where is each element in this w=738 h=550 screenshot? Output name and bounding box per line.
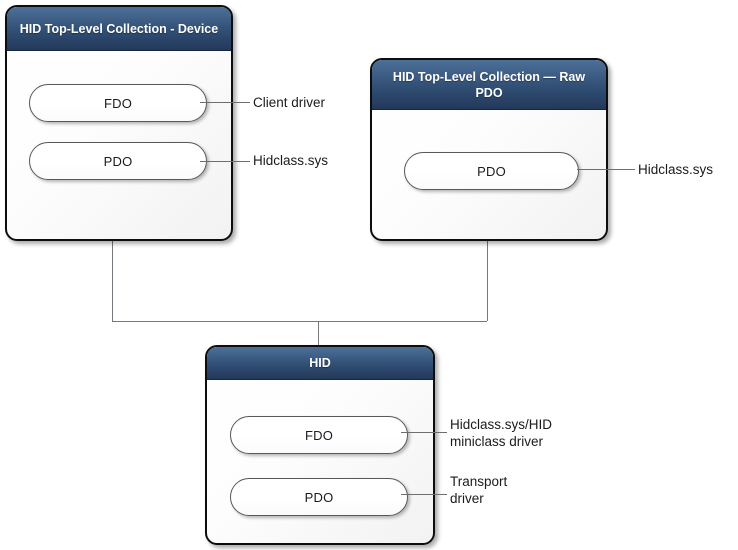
callout-hidclass-device: Hidclass.sys [253,153,329,168]
node-header-device: HID Top-Level Collection - Device [7,7,231,51]
callout-hidclass-raw-pdo: Hidclass.sys [638,162,714,177]
object-pdo-raw[interactable]: PDO [404,152,579,190]
object-fdo-hid[interactable]: FDO [230,416,408,454]
node-body-device: FDO PDO [7,51,231,239]
callout-hidclass-miniclass: Hidclass.sys/HID miniclass driver [450,417,553,449]
callout-transport-driver: Transport driver [450,474,508,506]
node-hid-top-level-collection-raw-pdo[interactable]: HID Top-Level Collection — Raw PDO PDO [370,58,608,241]
object-label: PDO [477,163,506,179]
object-label: PDO [103,153,133,169]
node-header-raw-pdo: HID Top-Level Collection — Raw PDO [372,60,606,110]
leader-line-transport-driver [401,494,447,495]
leader-line-hidclass-raw-pdo [577,169,635,170]
object-pdo-device[interactable]: PDO [29,142,207,180]
connector-horizontal-bus [112,321,487,322]
object-label: PDO [304,489,334,505]
object-pdo-hid[interactable]: PDO [230,478,408,516]
node-body-hid: FDO PDO [207,380,433,543]
node-hid-top-level-collection-device[interactable]: HID Top-Level Collection - Device FDO PD… [5,5,233,241]
object-fdo-device[interactable]: FDO [29,84,207,122]
connector-rawpdo-down [487,240,488,321]
leader-line-hidclass-device [200,161,250,162]
leader-line-hidclass-miniclass [401,432,447,433]
object-label: FDO [304,427,334,443]
leader-line-client-driver [200,102,250,103]
node-hid[interactable]: HID FDO PDO [205,345,435,545]
node-body-raw-pdo: PDO [372,110,606,239]
connector-device-down [112,240,113,321]
node-header-hid: HID [207,347,433,380]
object-label: FDO [103,95,133,111]
connector-bus-to-hid [318,321,319,346]
callout-client-driver: Client driver [253,95,326,110]
